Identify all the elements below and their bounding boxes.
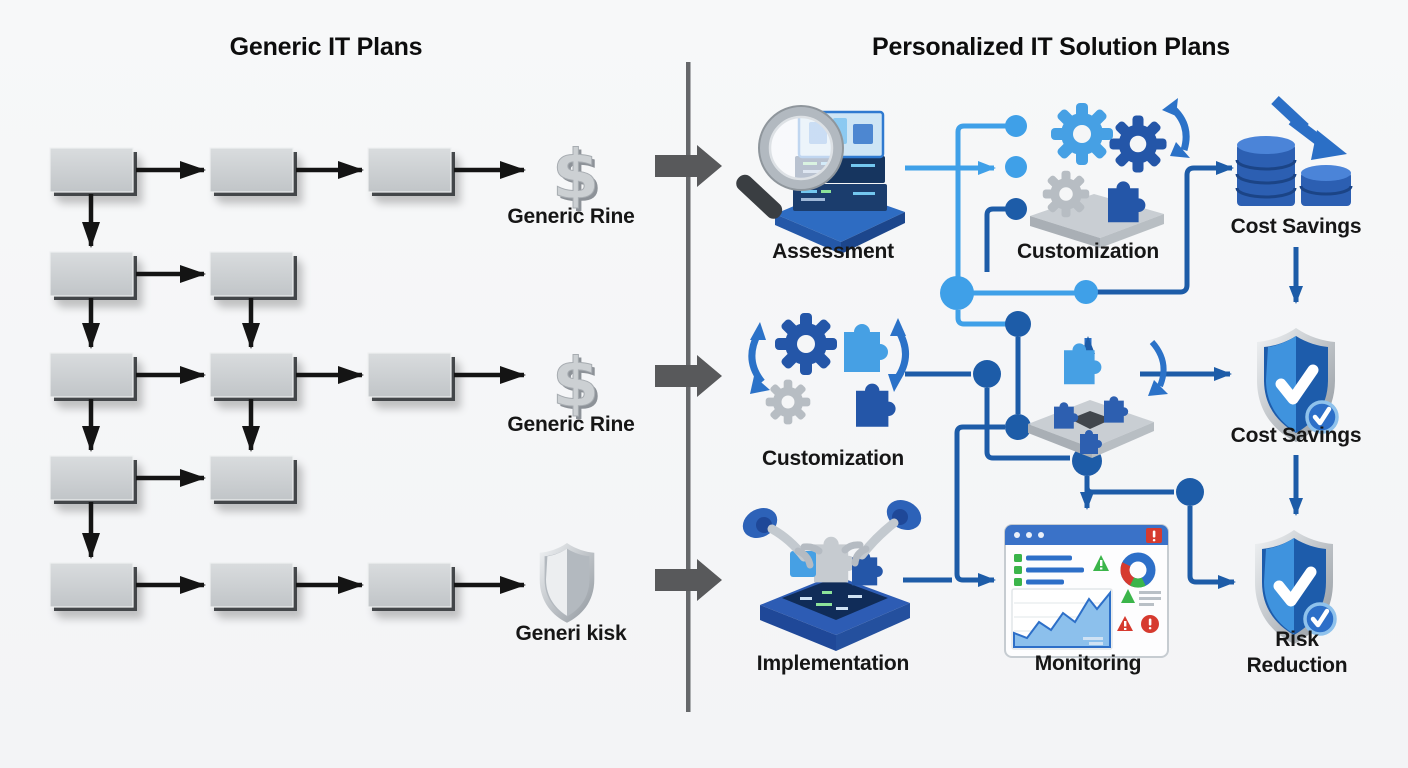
flow-box: [209, 251, 297, 300]
shield-check-badge-icon: [1255, 530, 1335, 644]
flow-box: [49, 455, 137, 504]
label-monitoring: Monitoring: [1034, 652, 1142, 675]
generic-flowchart: [49, 147, 455, 611]
node-dot: [1005, 414, 1031, 440]
dollar-icon: $ $: [552, 136, 603, 219]
flow-box: [209, 352, 297, 401]
flow-box: [49, 251, 137, 300]
svg-text:$: $: [552, 344, 599, 423]
node-dot: [940, 276, 974, 310]
flow-box: [367, 147, 455, 196]
puzzle-platform-icon: [1028, 336, 1168, 458]
flow-box: [367, 562, 455, 611]
node-dot: [1005, 156, 1027, 178]
flow-box: [49, 562, 137, 611]
flow-box: [49, 147, 137, 196]
coins-down-arrow-icon: [1235, 95, 1353, 206]
label-customization-2: Customization: [761, 447, 905, 470]
node-dot: [1176, 478, 1204, 506]
svg-text:$: $: [555, 139, 602, 218]
right-title: Personalized IT Solution Plans: [872, 33, 1230, 61]
label-cost-savings-1: Cost Savings: [1230, 215, 1362, 238]
flow-box: [209, 147, 297, 196]
node-dot: [973, 360, 1001, 388]
transition-arrow: [655, 559, 722, 601]
flow-box: [209, 455, 297, 504]
flow-box: [209, 562, 297, 611]
transition-arrow: [655, 145, 722, 187]
magnifier-server-icon: [736, 105, 905, 254]
label-generic-rine-1: Generic Rine: [507, 205, 635, 228]
connector-network: [903, 115, 1303, 589]
svg-text:$: $: [555, 347, 602, 426]
shield-icon: [539, 543, 595, 623]
node-dot: [1005, 115, 1027, 137]
flow-box: [49, 352, 137, 401]
dashboard-icon: [1004, 524, 1169, 658]
label-reduction: Reduction: [1246, 654, 1348, 677]
label-risk: Risk: [1275, 628, 1319, 651]
label-assessment: Assessment: [772, 240, 894, 263]
label-generic-rine-2: Generic Rine: [507, 413, 635, 436]
node-dot: [1005, 311, 1031, 337]
gears-puzzle-icon: [748, 313, 909, 427]
gears-puzzle-icon: [1030, 98, 1190, 248]
svg-text:$: $: [552, 136, 599, 215]
dollar-icon: $ $: [552, 344, 603, 427]
flowchart-arrows: [82, 161, 526, 594]
label-cost-savings-2: Cost Savings: [1230, 424, 1362, 447]
left-title: Generic IT Plans: [229, 33, 423, 61]
node-dot: [1074, 280, 1098, 304]
robot-arms-icon: [742, 500, 922, 651]
flow-box: [367, 352, 455, 401]
node-dot: [1005, 198, 1027, 220]
label-implementation: Implementation: [756, 652, 910, 675]
transition-arrow: [655, 355, 722, 397]
label-customization-1: Customization: [1016, 240, 1160, 263]
label-generic-risk: Generi kisk: [515, 622, 627, 645]
